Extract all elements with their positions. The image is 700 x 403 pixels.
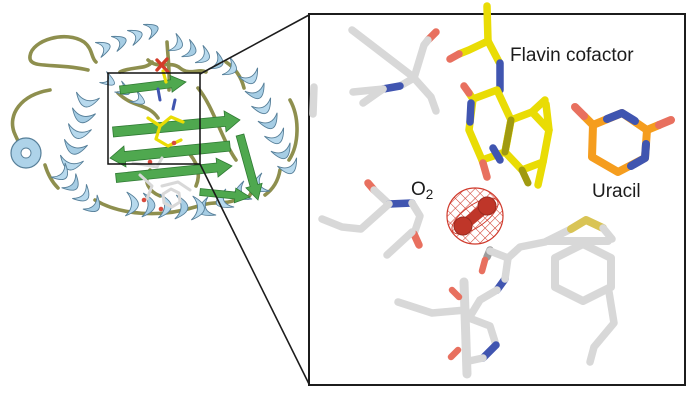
o2-molecule [453,196,497,236]
active-site-mini-sticks [131,57,192,212]
uracil-label: Uracil [592,181,641,202]
connector-line-top [199,14,310,75]
o2-atom [453,216,473,236]
connector-line-bottom [199,163,310,385]
uracil-sticks [571,103,675,176]
protein-overview [10,23,299,221]
protein-helices [10,23,298,221]
o2-label: O2 [411,179,433,202]
protein-beta-sheets [109,74,263,204]
zoom-region-box [107,72,201,165]
flavin-cofactor-sticks [446,2,553,189]
flavin-cofactor-label: Flavin cofactor [510,45,634,66]
active-site-inset: Flavin cofactor O2 Uracil [308,2,686,386]
o2-atom [477,196,497,216]
residue-sticks [309,26,618,379]
